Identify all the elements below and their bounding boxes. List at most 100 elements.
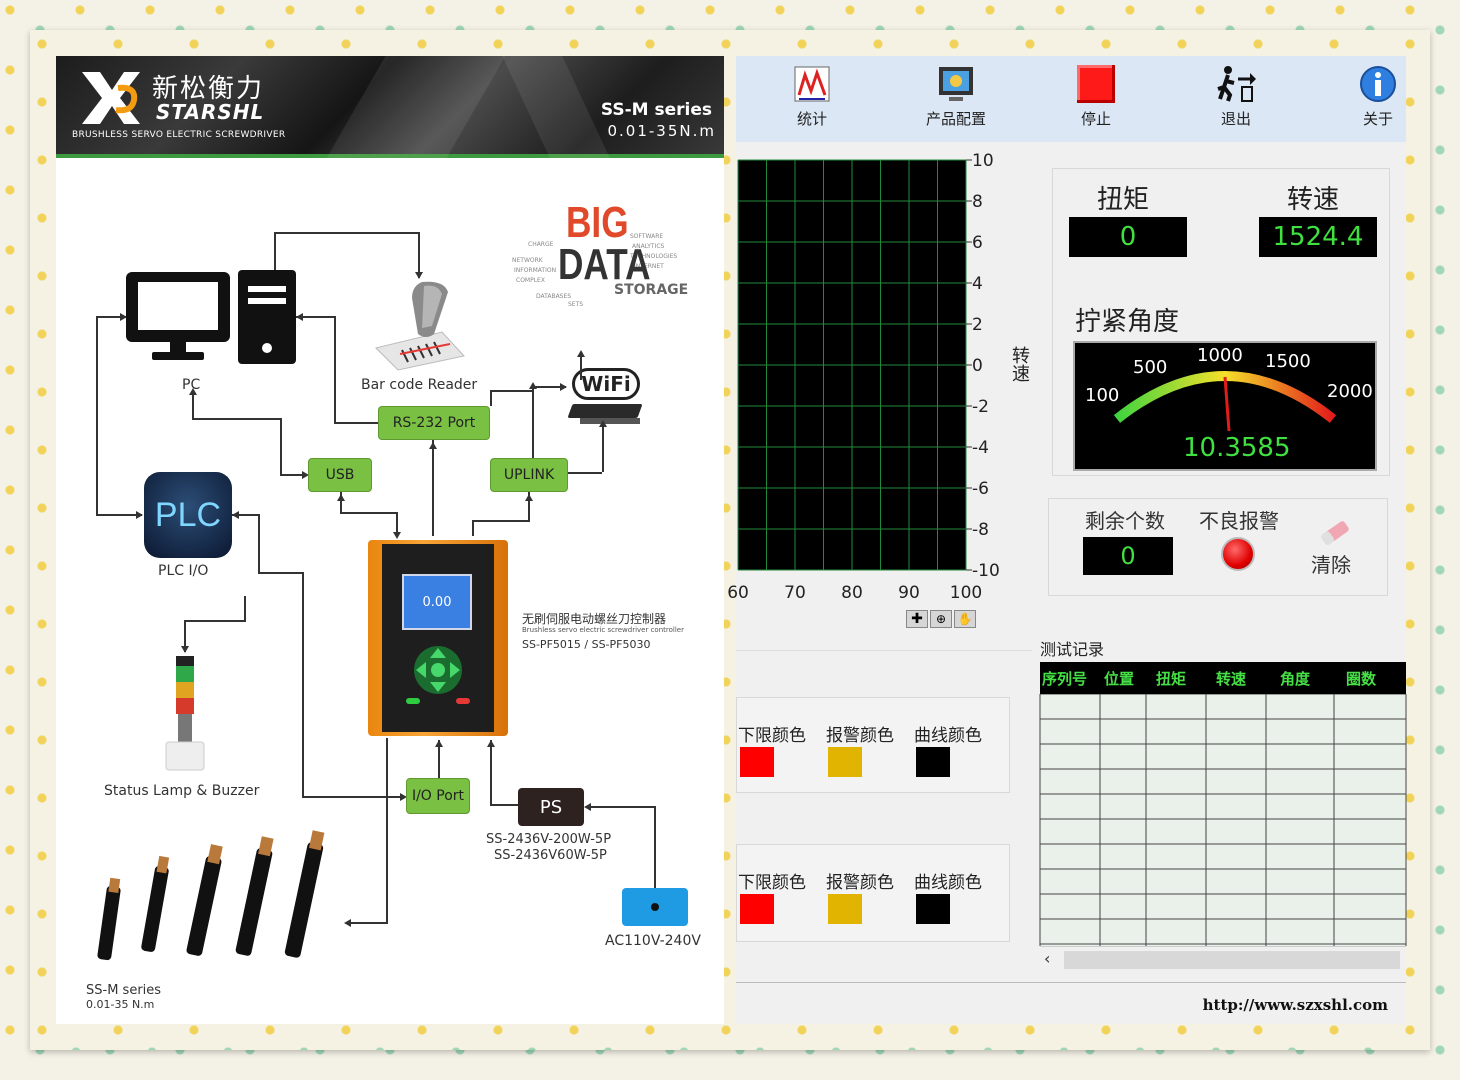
svg-text:COMPLEX: COMPLEX: [516, 277, 545, 284]
speed-value: 1524.4: [1259, 217, 1377, 257]
color-settings-1-box: [736, 697, 1010, 793]
product-config-button[interactable]: 产品配置: [906, 64, 1006, 129]
speed-label: 转速: [1287, 185, 1340, 215]
angle-label: 拧紧角度: [1075, 307, 1180, 337]
stop-label: 停止: [1080, 110, 1111, 128]
y-tick-label: 0: [972, 356, 983, 376]
ps-model-1: SS-2436V-200W-5P: [486, 832, 612, 847]
svg-text:NETWORK: NETWORK: [512, 257, 544, 264]
big-data-big: BIG: [566, 198, 629, 247]
alarm-color-swatch-1[interactable]: [828, 747, 862, 777]
crosshair-tool-icon[interactable]: ✚: [906, 610, 928, 628]
x-tick-label: 80: [841, 583, 863, 603]
brand-tagline: BRUSHLESS SERVO ELECTRIC SCREWDRIVER: [72, 130, 286, 140]
gauge-tick-1500: 1500: [1265, 351, 1311, 372]
gauge-tick-500: 500: [1133, 357, 1168, 378]
y-tick-label: 10: [972, 151, 994, 171]
usb-port: USB: [308, 458, 372, 492]
lower-color-label-1: 下限颜色: [738, 726, 806, 746]
curve-color-swatch-1[interactable]: [916, 747, 950, 777]
color-settings-2: 下限颜色 报警颜色 曲线颜色: [736, 832, 1032, 962]
col-speed: 转速: [1216, 670, 1247, 688]
exit-button[interactable]: 退出: [1186, 64, 1286, 129]
website-url[interactable]: http://www.szxshl.com: [1202, 996, 1388, 1014]
ac-plug-icon: [622, 888, 688, 926]
torque-label: 扭矩: [1097, 185, 1150, 215]
counter-group: 剩余个数 0 不良报警 清除: [1048, 498, 1388, 596]
lower-color-swatch-1[interactable]: [740, 747, 774, 777]
gauge-tick-100: 100: [1085, 385, 1120, 406]
curve-color-swatch-2[interactable]: [916, 894, 950, 924]
color-settings-1: 下限颜色 报警颜色 曲线颜色: [736, 650, 1032, 793]
computer-tower-icon: [238, 270, 296, 364]
io-port: I/O Port: [406, 778, 470, 814]
records-table[interactable]: 序列号 位置 扭矩 转速 角度 圈数: [1039, 662, 1407, 972]
col-position: 位置: [1104, 670, 1135, 688]
ps-model-2: SS-2436V60W-5P: [494, 848, 607, 863]
svg-text:SOFTWARE: SOFTWARE: [630, 233, 663, 240]
tools-series: SS-M series: [86, 983, 162, 998]
series-title: SS-M series: [600, 100, 712, 120]
remaining-value: 0: [1083, 537, 1173, 575]
alarm-color-label-2: 报警颜色: [826, 873, 894, 893]
x-tick-label: 100: [950, 583, 982, 603]
svg-text:ANALYTICS: ANALYTICS: [632, 243, 665, 250]
y-tick-label: 2: [972, 315, 983, 335]
alarm-color-label-1: 报警颜色: [826, 726, 894, 746]
toolbar: 统计 产品配置 停止 退出 关于: [736, 56, 1406, 142]
svg-text:TECHNOLOGIES: TECHNOLOGIES: [629, 253, 677, 260]
remaining-label: 剩余个数: [1085, 509, 1165, 533]
controller-dpad-icon: [414, 646, 462, 694]
chart-tools: ✚ ⊕ ✋: [906, 610, 980, 630]
series-range: 0.01-35N.m: [607, 122, 716, 140]
gauge-tick-2000: 2000: [1327, 381, 1373, 402]
svg-text:DATABASES: DATABASES: [536, 293, 571, 300]
x-tick-label: 90: [898, 583, 920, 603]
curve-color-label-2: 曲线颜色: [914, 873, 982, 893]
plc-logo-text: PLC: [154, 495, 222, 534]
product-config-label: 产品配置: [925, 110, 986, 128]
chart-ylabel: 转速: [1009, 346, 1030, 382]
curve-color-label-1: 曲线颜色: [914, 726, 982, 746]
col-angle: 角度: [1280, 670, 1311, 688]
big-data-data: DATA: [558, 240, 651, 289]
exit-icon: [1217, 66, 1256, 102]
y-tick-label: 4: [972, 274, 983, 294]
records-title: 测试记录: [1040, 640, 1105, 659]
monitor-icon: [126, 272, 230, 360]
clear-label: 清除: [1311, 553, 1351, 577]
stats-label: 统计: [796, 110, 827, 128]
controller-device: 0.00: [368, 540, 508, 736]
rs232-port: RS-232 Port: [378, 406, 490, 440]
stop-button[interactable]: 停止: [1046, 64, 1146, 129]
svg-text:INFORMATION: INFORMATION: [514, 267, 556, 274]
y-tick-label: -4: [972, 438, 989, 458]
scroll-left-icon[interactable]: ‹: [1044, 949, 1051, 968]
col-turns: 圈数: [1346, 670, 1377, 688]
records-header: 序列号 位置 扭矩 转速 角度 圈数: [1040, 662, 1406, 694]
clear-button[interactable]: 清除: [1305, 519, 1365, 579]
brand-banner: 新松衡力 STARSHL BRUSHLESS SERVO ELECTRIC SC…: [56, 56, 724, 158]
svg-text:INTERNET: INTERNET: [634, 263, 664, 270]
about-button[interactable]: 关于: [1328, 64, 1428, 129]
lower-color-swatch-2[interactable]: [740, 894, 774, 924]
alarm-color-swatch-2[interactable]: [828, 894, 862, 924]
config-monitor-icon: [939, 67, 973, 101]
zoom-tool-icon[interactable]: ⊕: [930, 610, 952, 628]
col-serial: 序列号: [1042, 670, 1088, 688]
controller-title-en: Brushless servo electric screwdriver con…: [522, 626, 684, 634]
pan-tool-icon[interactable]: ✋: [954, 610, 976, 628]
records-scrollbar[interactable]: ‹: [1040, 946, 1406, 972]
svg-text:CHARGE: CHARGE: [528, 241, 554, 248]
alarm-label: 不良报警: [1199, 509, 1279, 533]
col-torque: 扭矩: [1156, 670, 1187, 688]
color-settings-2-box: [736, 844, 1010, 942]
big-data-cloud: NETWORK INFORMATION COMPLEX SOFTWARE ANALYT…: [512, 198, 689, 308]
stats-button[interactable]: 统计: [762, 64, 862, 129]
brand-logo-icon: [82, 72, 140, 124]
gauge-value: 10.3585: [1183, 433, 1291, 463]
lower-color-label-2: 下限颜色: [738, 873, 806, 893]
y-tick-label: 6: [972, 233, 983, 253]
barcode-scanner-icon: [375, 281, 465, 371]
